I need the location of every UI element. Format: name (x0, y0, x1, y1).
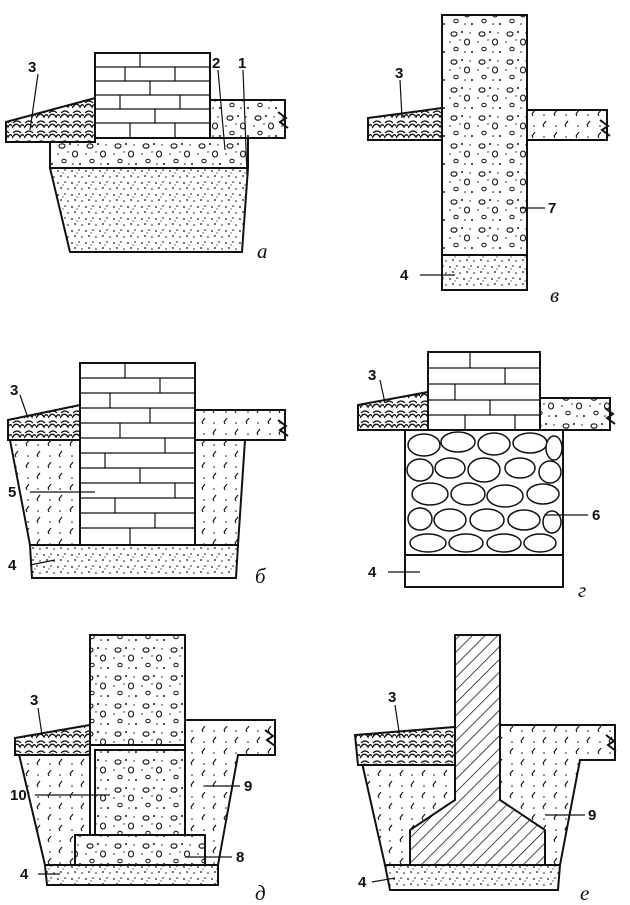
panel-a-label-2: 2 (212, 55, 220, 72)
panel-b-turf (7, 403, 81, 441)
panel-v-caption: в (550, 283, 559, 307)
panel-g-label-4: 4 (368, 564, 377, 581)
panel-e-leader-3 (394, 704, 401, 739)
panel-g-label-3: 3 (368, 367, 376, 384)
panel-b-label-4: 4 (8, 557, 17, 574)
panel-g-leader-3 (379, 379, 386, 404)
panel-d-footing-slab (74, 834, 206, 866)
panel-g-label-6: 6 (592, 507, 600, 524)
panel-e: 3 9 4 е (353, 634, 617, 905)
panel-b-caption: б (255, 564, 267, 588)
panel-d-sand-bed (43, 864, 219, 886)
panel-d-label-9: 9 (244, 778, 252, 795)
panel-e-label-4: 4 (358, 874, 367, 891)
panel-v-soil (526, 109, 608, 141)
panel-v-break-mark (599, 119, 611, 137)
panel-v-label-7: 7 (548, 200, 556, 217)
panel-d-concrete-wall (89, 634, 186, 746)
panel-g-sand-bed (404, 554, 564, 588)
panel-g-caption: г (578, 578, 586, 602)
panel-a-turf (5, 96, 96, 143)
panel-d: 3 10 9 8 4 д (10, 634, 276, 905)
panel-a-label-3: 3 (28, 59, 36, 76)
panel-e-turf (353, 725, 456, 766)
panel-v-label-3: 3 (395, 65, 403, 82)
panel-g-stones (406, 431, 563, 553)
panel-b-brick-courses (80, 363, 195, 545)
panel-b: 3 5 4 б (7, 362, 289, 588)
panel-b-ground-right (194, 409, 286, 441)
panel-e-sand-bed (383, 864, 562, 891)
panel-b-sand-bed (28, 544, 240, 579)
panel-g-break-mark (604, 407, 616, 425)
panel-d-turf (14, 723, 91, 756)
panel-e-break-mark (605, 734, 617, 752)
panel-a: 3 2 1 а (5, 52, 289, 263)
panel-g-soil (539, 397, 611, 431)
panel-a-caption: а (257, 239, 268, 263)
panel-b-brick-wall (79, 362, 196, 546)
panel-b-label-5: 5 (8, 484, 16, 501)
panel-v-turf (367, 106, 443, 141)
panel-v-leader-3 (399, 79, 403, 119)
panel-b-leader-3 (19, 394, 29, 419)
panel-d-leader-3 (37, 707, 43, 736)
panel-b-leader-4 (29, 559, 56, 566)
panel-a-pad (48, 167, 250, 253)
panel-v-label-4: 4 (400, 267, 409, 284)
panel-v-concrete-wall (441, 14, 528, 256)
panel-d-concrete-block (94, 749, 186, 836)
panel-d-label-4: 4 (20, 866, 29, 883)
panel-e-label-3: 3 (388, 689, 396, 706)
panel-d-break-mark (264, 729, 276, 747)
panel-g-turf (357, 390, 429, 431)
panel-a-brick-courses (95, 53, 210, 138)
panel-e-caption: е (580, 881, 589, 905)
panel-d-caption: д (255, 881, 266, 905)
panel-g: 3 6 4 г (357, 351, 616, 602)
panel-v: 3 7 4 в (367, 14, 611, 307)
panel-a-leader-1 (242, 69, 248, 176)
panel-g-brick-courses (428, 352, 540, 430)
panel-e-leader-4 (371, 877, 396, 883)
panel-b-label-3: 3 (10, 382, 18, 399)
panel-a-leader-3 (29, 73, 39, 131)
panel-a-label-1: 1 (238, 55, 246, 72)
panel-d-label-3: 3 (30, 692, 38, 709)
panel-d-label-10: 10 (10, 787, 27, 804)
panel-g-brick-wall (427, 351, 541, 431)
panel-b-break-mark (277, 419, 289, 437)
panel-a-leader-2 (217, 69, 226, 151)
panel-a-break-mark (277, 111, 289, 129)
panel-v-sand-bed (441, 254, 528, 291)
panel-e-label-9: 9 (588, 807, 596, 824)
panel-d-label-8: 8 (236, 849, 244, 866)
panel-b-trench-backfill-right (194, 439, 247, 546)
